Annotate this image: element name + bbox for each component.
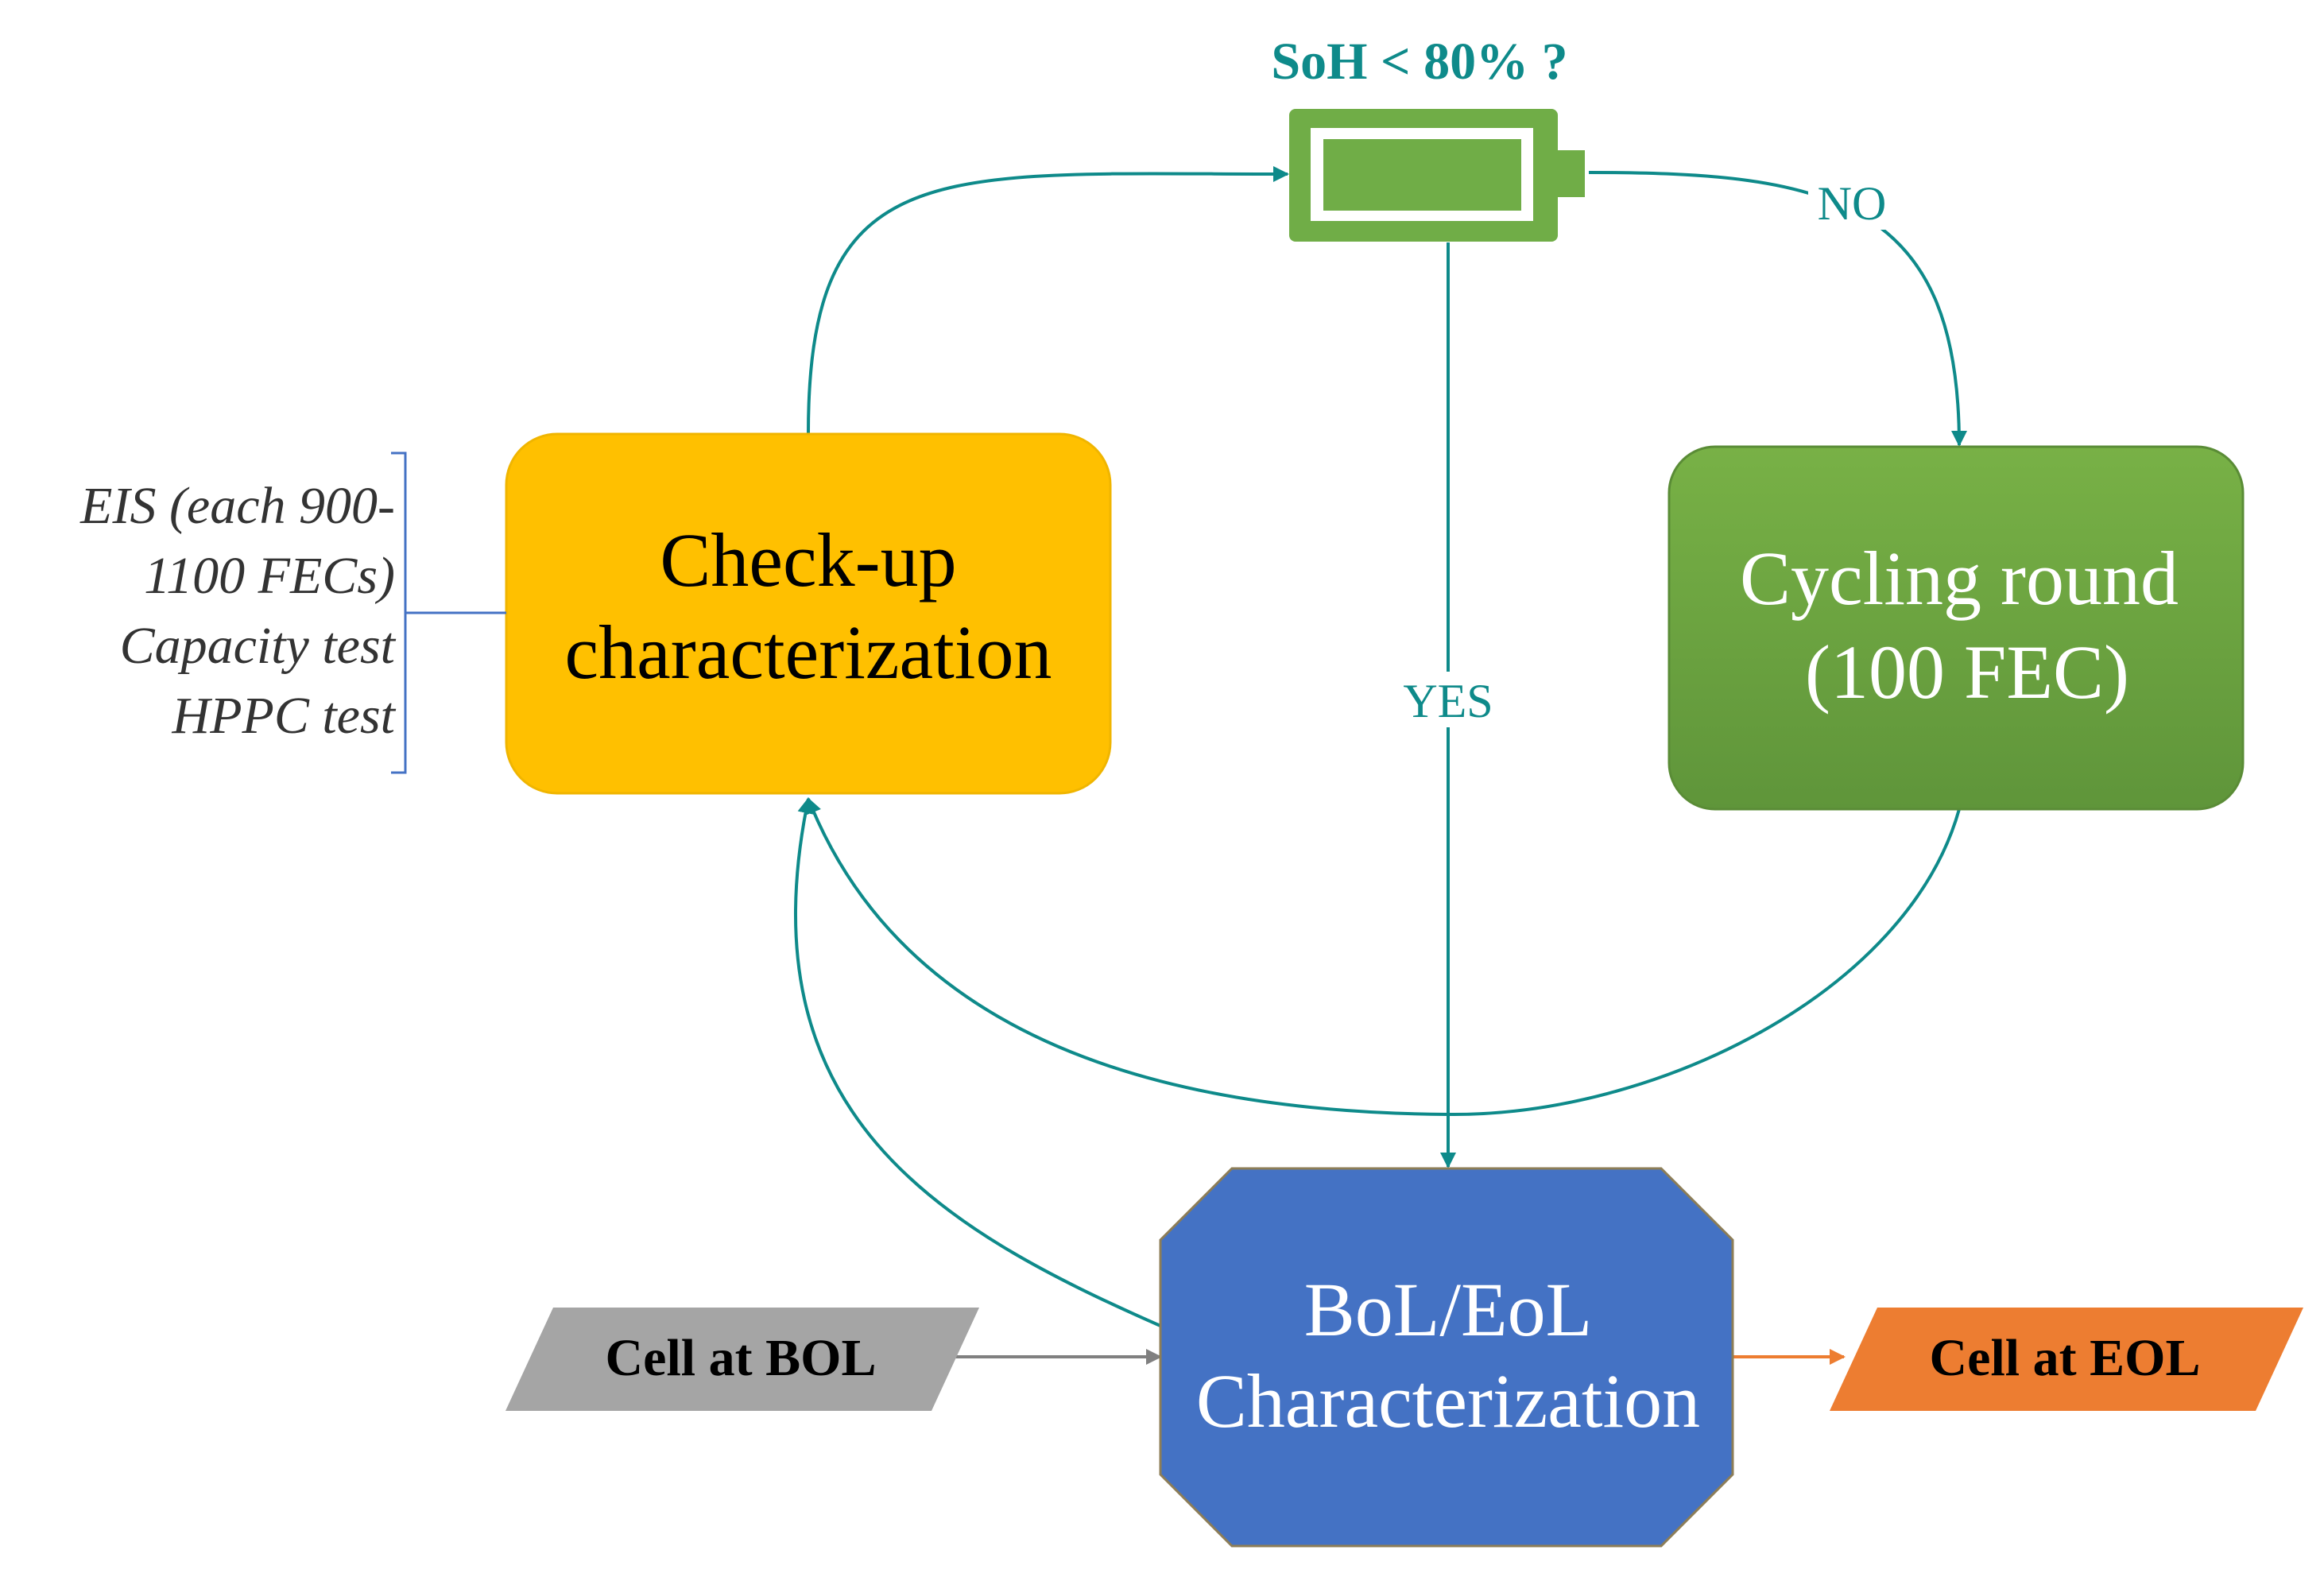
checkup-test-eis-interval: 1100 FECs) [144,547,395,605]
bol-eol-box [1159,1167,1734,1548]
soh-question: SoH < 80% ? [1271,33,1567,91]
edge-label-yes: YES [1403,675,1493,727]
connector-bol-eol-to-checkup [794,797,1161,1327]
cell-eol-box [1830,1308,2303,1411]
cell-eol-label: Cell at EOL [1930,1329,2201,1387]
cycling-label-line2: (100 FEC) [1805,630,2129,715]
bol-eol-label-line1: BoL/EoL [1304,1267,1593,1352]
connector-soh-to-cycling [1588,171,1967,447]
edge-label-no: NO [1818,177,1887,230]
checkup-tests-bracket [391,451,506,774]
cycling-label-line1: Cycling round [1740,536,2179,621]
cell-bol-label: Cell at BOL [606,1329,877,1387]
battery-icon [1289,109,1585,242]
connector-checkup-to-soh [807,165,1289,434]
checkup-label-line2: characterization [565,610,1052,695]
checkup-label-line1: Check-up [660,517,956,603]
checkup-test-capacity: Capacity test [120,617,397,675]
cycling-box [1667,445,2245,811]
checkup-test-hppc: HPPC test [172,687,397,745]
checkup-test-eis: EIS (each 900- [79,477,395,535]
connector-cycling-to-checkup [806,797,1961,1117]
cell-bol-box [505,1308,979,1411]
bol-eol-label-line2: Characterization [1196,1358,1700,1443]
